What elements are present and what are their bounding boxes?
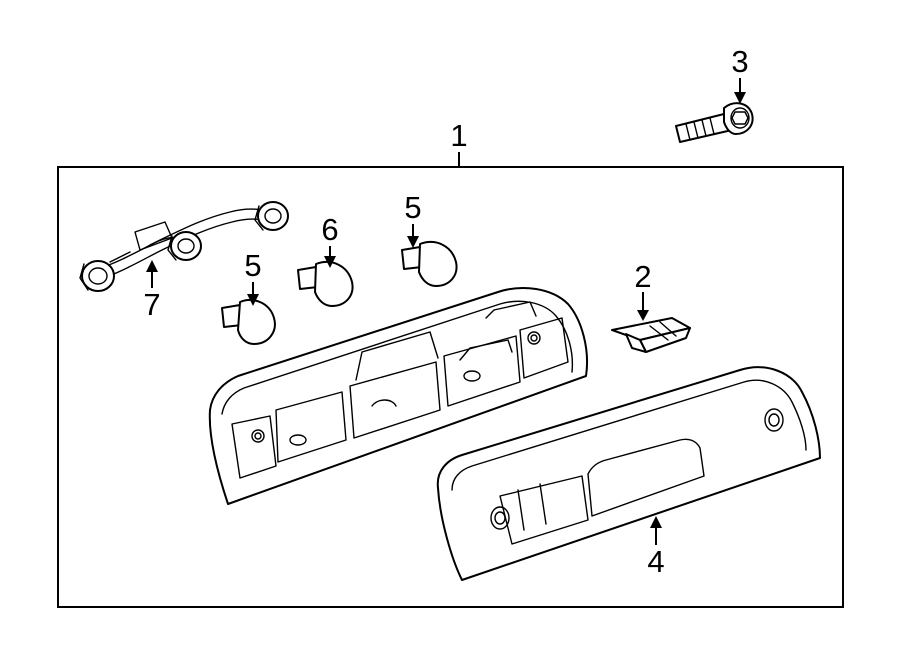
bulb-part-lower[interactable] xyxy=(221,299,276,345)
callout-2: 2 xyxy=(634,259,652,321)
callout-label-5-lower: 5 xyxy=(244,248,261,283)
callout-label-1: 1 xyxy=(450,118,467,153)
harness-socket-left xyxy=(79,260,115,292)
harness-socket-middle xyxy=(167,231,202,261)
clip-part[interactable] xyxy=(611,317,691,353)
callout-5-lower: 5 xyxy=(244,248,262,306)
callout-7: 7 xyxy=(143,260,161,322)
harness-socket-right xyxy=(254,201,289,231)
bolt-part[interactable] xyxy=(675,102,754,143)
callout-6: 6 xyxy=(321,212,339,268)
bulb-part-upper[interactable] xyxy=(401,241,458,287)
callout-label-6: 6 xyxy=(321,212,338,247)
lamp-housing-part[interactable] xyxy=(208,287,588,505)
assembly-frame xyxy=(57,166,844,608)
callout-1: 1 xyxy=(450,118,468,167)
callout-label-7: 7 xyxy=(143,287,160,322)
lens-part[interactable] xyxy=(436,366,821,581)
callout-5-upper: 5 xyxy=(404,190,422,248)
bulb-part-6[interactable] xyxy=(297,261,354,307)
callout-label-3: 3 xyxy=(731,44,748,79)
callout-label-5-upper: 5 xyxy=(404,190,421,225)
callout-4: 4 xyxy=(647,516,665,579)
callout-3: 3 xyxy=(731,44,749,104)
callout-label-2: 2 xyxy=(634,259,651,294)
callout-label-4: 4 xyxy=(647,544,664,579)
wiring-harness-part[interactable] xyxy=(79,201,289,292)
